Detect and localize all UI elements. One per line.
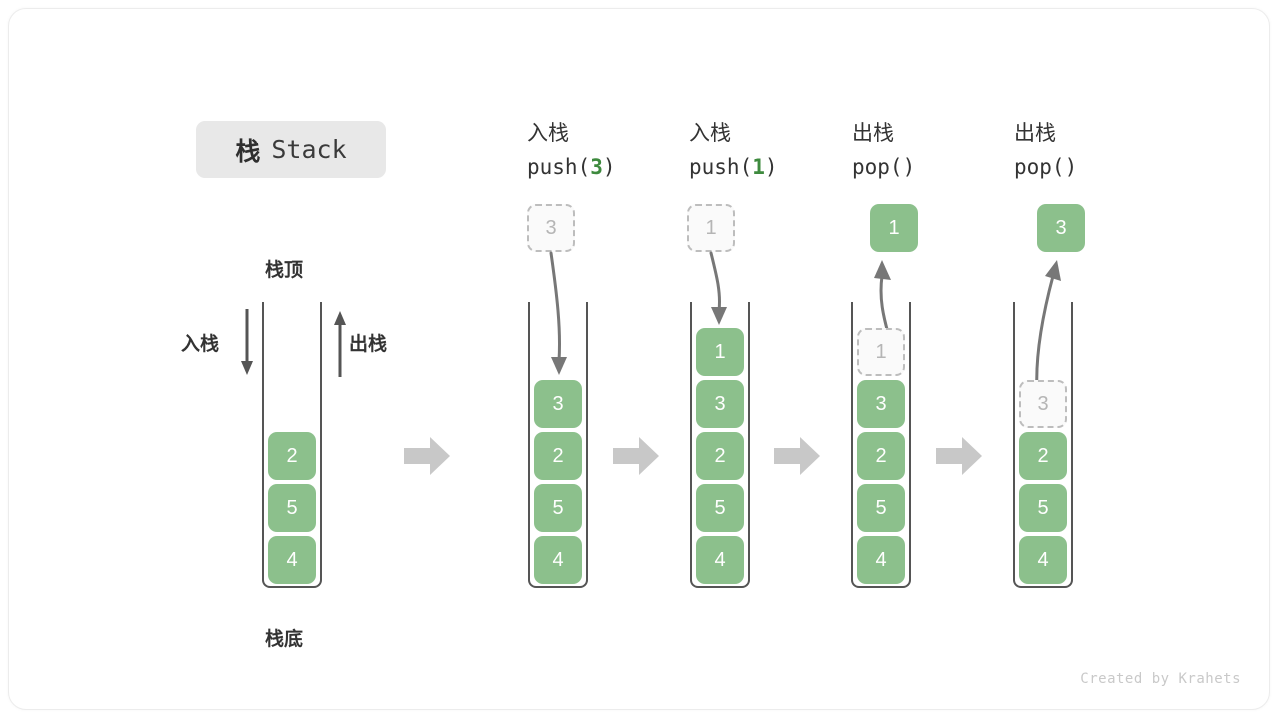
stack-cell: 2	[268, 432, 316, 480]
footer-credit: Created by Krahets	[1080, 671, 1241, 687]
stack-cell: 2	[1019, 432, 1067, 480]
code-suffix: )	[902, 155, 916, 179]
stack-top-label: 栈顶	[265, 260, 304, 281]
title-chinese: 栈	[235, 137, 262, 166]
stack-cell: 3	[696, 380, 744, 428]
stack-cell: 4	[534, 536, 582, 584]
stage-3-cells: 1 3 2 5 4	[857, 328, 905, 584]
code-prefix: push(	[689, 155, 753, 179]
diagram-title-badge: 栈 Stack	[196, 121, 386, 178]
push-direction-label: 入栈	[181, 334, 220, 355]
stack-cell: 2	[534, 432, 582, 480]
stack-cell: 4	[268, 536, 316, 584]
stack-cell-ghost: 3	[1019, 380, 1067, 428]
stack-frame	[690, 302, 750, 588]
stage-push-1: 入栈 push(1)	[689, 117, 778, 179]
stack-cell-ghost: 1	[857, 328, 905, 376]
title-english: Stack	[271, 135, 347, 164]
step-arrow-icon	[404, 437, 450, 475]
stage-pop-1: 出栈 pop()	[852, 117, 915, 179]
stack-cell: 4	[857, 536, 905, 584]
stage-operation-label: 入栈	[527, 122, 569, 145]
stage-operation-label: 出栈	[852, 122, 894, 145]
code-prefix: pop(	[852, 155, 903, 179]
push-flow-arrow-icon	[709, 251, 727, 325]
pop-up-arrow-icon	[334, 311, 346, 377]
stage-1-cells: 3 2 5 4	[534, 380, 582, 584]
stack-cell: 4	[696, 536, 744, 584]
stack-cell: 5	[857, 484, 905, 532]
stack-cell: 5	[696, 484, 744, 532]
stage-3-stack: 1 3 2 5 4	[851, 302, 911, 588]
stack-cell: 5	[534, 484, 582, 532]
base-stack-container: 2 5 4	[262, 302, 322, 588]
code-suffix: )	[764, 155, 778, 179]
code-prefix: pop(	[1014, 155, 1065, 179]
pop-flow-arrow-icon	[1035, 260, 1061, 392]
stage-4-stack: 3 2 5 4	[1013, 302, 1073, 588]
stage-2-stack: 1 3 2 5 4	[690, 302, 750, 588]
stage-operation-label: 出栈	[1014, 122, 1056, 145]
code-suffix: )	[1064, 155, 1078, 179]
base-stack-cells: 2 5 4	[268, 432, 316, 584]
stack-frame	[1013, 302, 1073, 588]
stack-cell: 3	[857, 380, 905, 428]
code-suffix: )	[602, 155, 616, 179]
stage-operation-label: 入栈	[689, 122, 731, 145]
stack-frame	[528, 302, 588, 588]
pop-direction-label: 出栈	[349, 334, 388, 355]
popped-value-box: 3	[1037, 204, 1085, 252]
stack-cell: 1	[696, 328, 744, 376]
stage-code-label: push(3)	[527, 155, 616, 179]
step-arrow-icon	[613, 437, 659, 475]
pushed-value-box: 3	[527, 204, 575, 252]
push-down-arrow-icon	[241, 309, 253, 375]
stack-cell: 5	[268, 484, 316, 532]
stack-frame	[851, 302, 911, 588]
popped-value-box: 1	[870, 204, 918, 252]
step-arrow-icon	[774, 437, 820, 475]
stage-2-cells: 1 3 2 5 4	[696, 328, 744, 584]
code-prefix: push(	[527, 155, 591, 179]
step-arrow-icon	[936, 437, 982, 475]
stack-cell: 5	[1019, 484, 1067, 532]
stack-cell: 2	[857, 432, 905, 480]
stage-code-label: push(1)	[689, 155, 778, 179]
stack-cell: 4	[1019, 536, 1067, 584]
stage-1-stack: 3 2 5 4	[528, 302, 588, 588]
stage-code-label: pop()	[852, 155, 915, 179]
code-argument: 1	[752, 155, 765, 179]
stage-4-cells: 3 2 5 4	[1019, 380, 1067, 584]
stage-push-3: 入栈 push(3)	[527, 117, 616, 179]
code-argument: 3	[590, 155, 603, 179]
stack-frame	[262, 302, 322, 588]
pushed-value-box: 1	[687, 204, 735, 252]
stage-pop-3: 出栈 pop()	[1014, 117, 1077, 179]
stack-bottom-label: 栈底	[265, 629, 304, 650]
stack-cell: 2	[696, 432, 744, 480]
push-flow-arrow-icon	[549, 251, 567, 375]
diagram-card: 栈 Stack 栈顶 入栈 出栈 2 5 4 栈底 入栈 push(3)	[8, 8, 1270, 710]
stack-cell: 3	[534, 380, 582, 428]
stage-code-label: pop()	[1014, 155, 1077, 179]
